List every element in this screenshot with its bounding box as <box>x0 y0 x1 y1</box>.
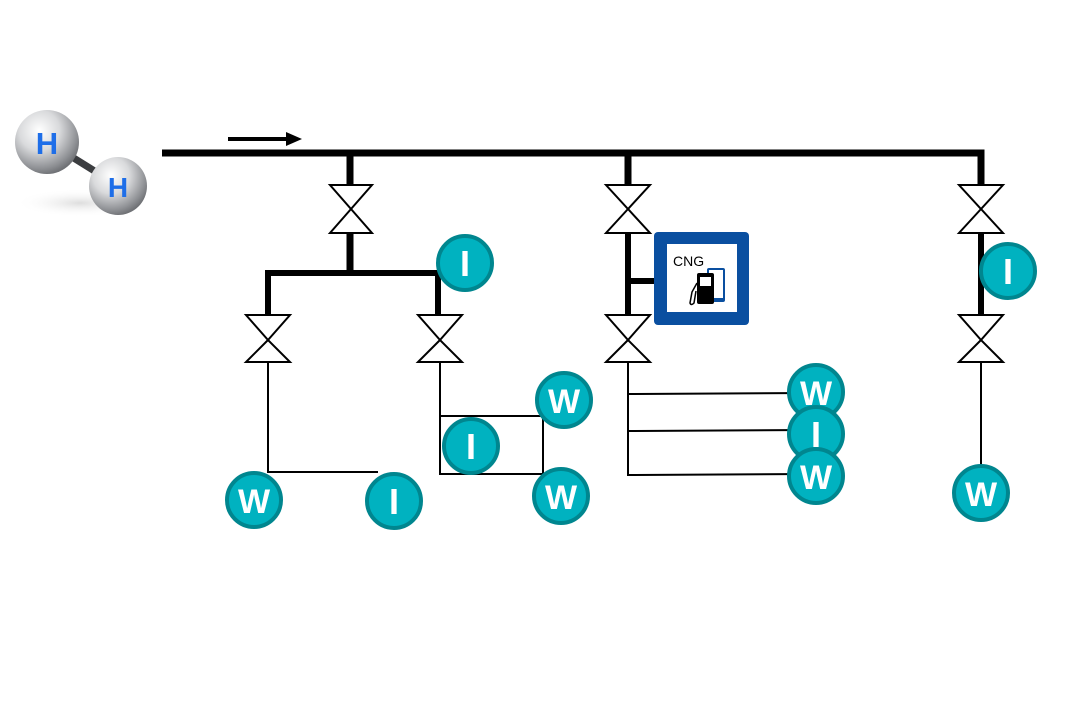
well-node[interactable]: W <box>535 371 593 429</box>
flow-direction-arrow-icon <box>228 132 302 146</box>
instrument-node[interactable]: I <box>979 242 1037 300</box>
svg-text:I: I <box>811 414 821 455</box>
valve-icon[interactable] <box>327 184 375 234</box>
svg-text:W: W <box>545 479 578 517</box>
atom-label-1: H <box>36 126 58 161</box>
svg-text:W: W <box>548 383 581 421</box>
well-node[interactable]: W <box>225 471 283 529</box>
instrument-node[interactable]: I <box>365 472 423 530</box>
instrument-node[interactable]: I <box>436 234 494 292</box>
well-node[interactable]: W <box>952 464 1010 522</box>
svg-text:I: I <box>460 243 470 284</box>
atom-label-2: H <box>108 172 128 203</box>
svg-text:W: W <box>965 476 998 514</box>
svg-text:I: I <box>1003 251 1013 292</box>
hydrogen-atom-1 <box>15 110 79 174</box>
valve-icon[interactable] <box>243 314 293 363</box>
valve-icon[interactable] <box>603 314 653 363</box>
svg-text:I: I <box>389 481 399 522</box>
branch-1-pipes <box>265 153 544 475</box>
valves <box>243 184 1006 363</box>
well-node[interactable]: W <box>532 467 590 525</box>
cng-label: CNG <box>673 253 704 269</box>
hydrogen-atom-2 <box>89 157 147 215</box>
svg-text:W: W <box>238 483 271 521</box>
cng-fuel-station-icon: CNG <box>654 232 749 325</box>
svg-text:W: W <box>800 459 833 497</box>
instrument-node[interactable]: I <box>787 405 845 463</box>
valve-icon[interactable] <box>956 184 1006 234</box>
valve-icon[interactable] <box>415 314 465 363</box>
branch-2-pipes <box>624 153 811 477</box>
valve-icon[interactable] <box>603 184 653 234</box>
main-pipe <box>162 149 985 184</box>
svg-text:I: I <box>466 426 476 467</box>
nodes: I W I W I W W I <box>225 234 1037 530</box>
well-node[interactable]: W <box>787 447 845 505</box>
instrument-node[interactable]: I <box>442 417 500 475</box>
valve-icon[interactable] <box>956 314 1006 363</box>
hydrogen-molecule-icon: H H <box>15 110 147 217</box>
